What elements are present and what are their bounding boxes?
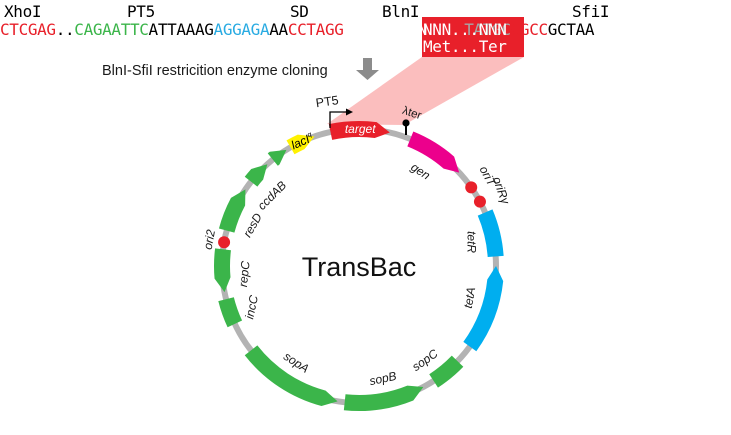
label-incc: incC [242,294,261,321]
feature-laci [286,134,315,155]
dna-sequence: CTCGAG..CAGAATTCATTAAAGAGGAGAAACCTAGGNNN… [0,20,595,39]
cloning-caption: BlnI-SfiI restricition enzyme cloning [102,63,328,79]
feature-sopb [343,385,424,412]
origin-ori2-icon [218,236,231,249]
site-label-blni: BlnI [382,2,420,21]
label-tetr: tetR [464,231,478,253]
site-label-sd: SD [290,2,309,21]
site-label-pt5: PT5 [127,2,155,21]
label-sopa: sopA [281,349,312,376]
sequence-segment: GGCC [427,20,465,39]
origin-orir-icon [473,195,486,208]
orf-translation: Met...Ter [423,37,507,56]
feature-layer [214,120,504,412]
feature-ccdab2 [267,149,287,166]
origin-orit-icon [465,181,478,194]
label-teta: tetA [461,286,478,309]
sequence-segment: AGGAGA [213,20,270,39]
sequence-segment: CTCGAG [0,20,56,39]
label-ccdab: ccdAB [255,178,289,212]
sequence-segment: CCTAGG [287,20,344,39]
sequence-segment: ATTAAAG [148,20,214,39]
label-repc: repC [236,260,253,288]
sequence-segment: GCTAA [547,20,595,39]
sequence-segment: .. [55,20,75,39]
feature-tetr [477,209,504,258]
feature-ccdab [244,164,268,187]
site-label-xhoi: XhoI [4,2,42,21]
feature-repc [214,248,231,293]
sequence-segment: GGCC [510,20,548,39]
label-superscript: q [306,131,313,139]
promoter-arrow-icon: PT5 [315,93,353,128]
plasmid-name: TransBac [302,252,417,282]
orf-codons: NNN...NNN [423,20,507,39]
sequence-segment: CAGAATTC [74,20,149,39]
promoter-label: PT5 [315,93,340,110]
label-gen: gen [408,160,433,183]
feature-sopc [429,355,464,388]
label-target: target [345,122,376,136]
feature-target [328,120,390,140]
feature-resd [218,189,246,233]
sequence-segment: AA [269,20,288,39]
site-label-sfii: SfiI [572,2,610,21]
orf-highlight-box [422,17,524,57]
feature-incc [218,297,243,328]
terminator-icon: λter [401,105,423,135]
sequence-segment: NNN...NNN [343,20,428,39]
label-resd: resD [240,210,265,239]
label-ori2: ori2 [201,228,218,250]
feature-gen [407,131,460,173]
sequence-segment: TATGC [464,20,511,39]
label-sopb: sopB [368,369,398,388]
label-orir: oriRγ [490,175,513,207]
feature-sopa [244,345,338,407]
down-arrow-icon [356,58,379,80]
feature-teta [463,266,504,352]
insert-funnel [327,57,524,125]
terminator-label: λter [401,105,423,122]
